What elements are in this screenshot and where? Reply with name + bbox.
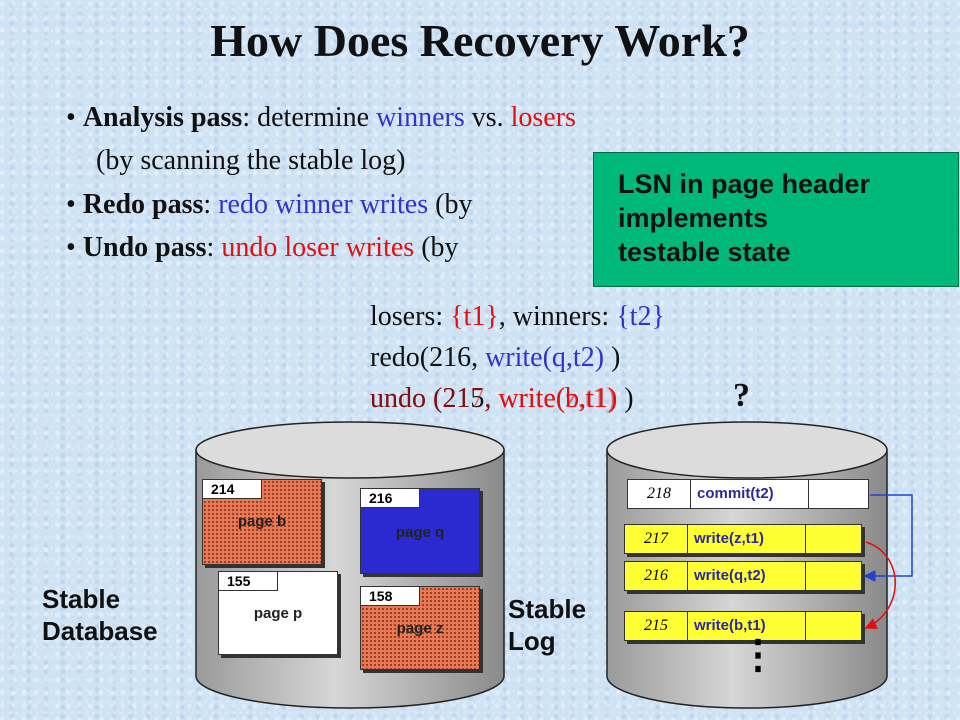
page-z	[360, 586, 480, 670]
losers-word: losers	[510, 102, 576, 133]
page-b-lsn: 214	[202, 479, 262, 499]
question-mark: ?	[733, 377, 750, 414]
redo-line: redo(216, write(q,t2) )	[370, 342, 621, 373]
bullet-analysis: • Analysis pass: determine winners vs. l…	[66, 102, 576, 133]
winners-word: winners	[376, 102, 465, 133]
undo-line: undo (215, write(b,t1) )	[370, 383, 634, 414]
bullet-redo: • Redo pass: redo winner writes (by	[66, 189, 473, 220]
page-z-label: page z	[396, 620, 444, 637]
page-b	[202, 479, 322, 565]
bullet-analysis-cont: (by scanning the stable log)	[96, 145, 406, 176]
slide-title: How Does Recovery Work?	[210, 15, 750, 66]
undo-line-overlay: undo (217, write(z,t1)	[370, 383, 616, 414]
losers-winners-line: losers: {t1}, winners: {t2}	[370, 301, 665, 332]
page-p-lsn: 155	[218, 571, 278, 591]
scan-arrows	[863, 494, 913, 630]
page-b-label: page b	[237, 513, 287, 530]
page-q-label: page q	[395, 524, 445, 541]
more-records-ellipsis: ⋮	[738, 632, 778, 677]
redo-arrow	[863, 494, 913, 582]
page-p-label: page p	[253, 605, 303, 622]
undo-arrow	[864, 541, 896, 630]
page-q-lsn: 216	[360, 488, 420, 508]
bullet-undo: • Undo pass: undo loser writes (by	[66, 232, 459, 263]
callout-lsn-note: LSN in page header implements testable s…	[593, 152, 959, 287]
bullet-dot: •	[66, 102, 83, 133]
bullet-head: Analysis pass	[82, 102, 243, 133]
page-z-lsn: 158	[360, 586, 420, 606]
